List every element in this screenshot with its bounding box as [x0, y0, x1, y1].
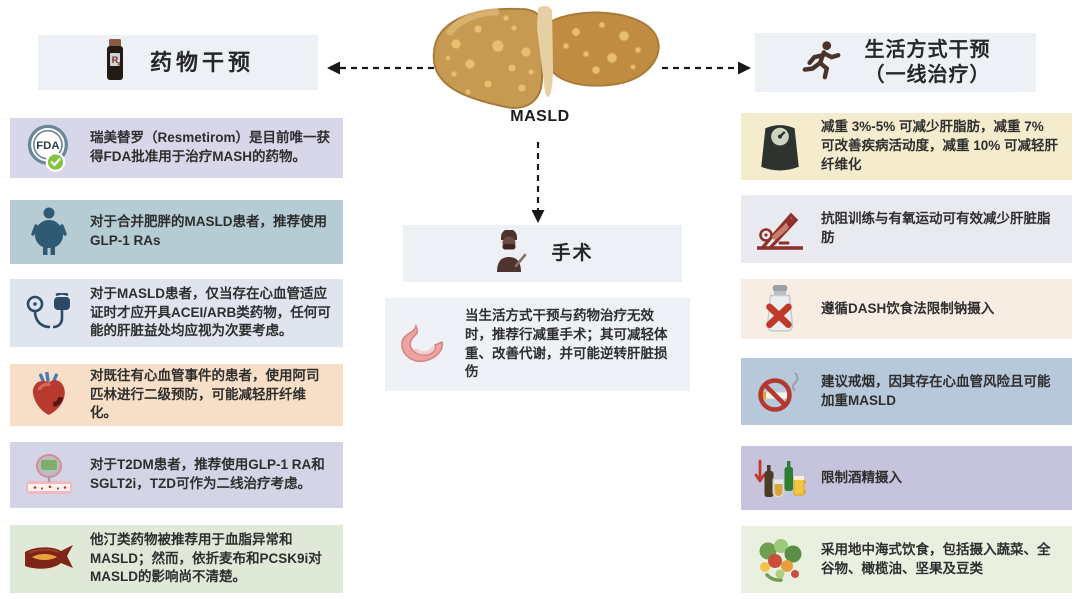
treatment-text: 抗阻训练与有氧运动可有效减少肝脏脂肪	[821, 211, 1051, 245]
artery-icon	[18, 542, 80, 576]
right-treatment-card: 抗阻训练与有氧运动可有效减少肝脏脂肪	[741, 195, 1072, 263]
drug-intervention-header: R x 药物干预	[38, 35, 318, 90]
left-treatment-card: FDA 瑞美替罗（Resmetirom）是目前唯一获得FDA批准用于治疗MASH的…	[10, 118, 343, 178]
no-smoking-icon	[749, 371, 811, 413]
arrowhead-down	[531, 210, 545, 223]
treatment-text: 他汀类药物被推荐用于血脂异常和MASLD；然而，依折麦布和PCSK9i对MASL…	[90, 531, 322, 585]
left-treatment-card: 对于合并肥胖的MASLD患者，推荐使用GLP-1 RAs	[10, 200, 343, 264]
surgery-note-card: 当生活方式干预与药物治疗无效时，推荐行减重手术；其可减轻体重、改善代谢，并可能逆…	[385, 298, 690, 391]
alcohol-limit-icon	[749, 453, 811, 503]
right-treatment-card: 建议戒烟，因其存在心血管风险且可能加重MASLD	[741, 358, 1072, 425]
right-treatment-card: 采用地中海式饮食，包括摄入蔬菜、全谷物、橄榄油、坚果及豆类	[741, 526, 1072, 593]
liver-label: MASLD	[510, 108, 570, 125]
treatment-text: 对既往有心血管事件的患者，使用阿司匹林进行二级预防，可能减轻肝纤维化。	[90, 367, 320, 421]
drug-intervention-title: 药物干预	[149, 49, 254, 75]
treatment-text: 对于合并肥胖的MASLD患者，推荐使用GLP-1 RAs	[90, 214, 327, 248]
blood-pressure-icon	[18, 293, 80, 333]
right-treatment-card: 限制酒精摄入	[741, 446, 1072, 510]
right-treatment-card: 遵循DASH饮食法限制钠摄入	[741, 279, 1072, 339]
heart-icon	[18, 372, 80, 418]
right-treatment-card: 减重 3%-5% 可减少肝脂肪，减重 7% 可改善疾病活动度，减重 10% 可减…	[741, 113, 1072, 180]
treatment-text: 采用地中海式饮食，包括摄入蔬菜、全谷物、橄榄油、坚果及豆类	[821, 541, 1051, 576]
fda-badge-icon: FDA	[18, 122, 80, 174]
fatty-liver-illustration	[426, 2, 668, 119]
left-treatment-card: 对于T2DM患者，推荐使用GLP-1 RA和SGLT2i，TZD可作为二线治疗考…	[10, 442, 343, 508]
running-person-icon	[801, 38, 843, 87]
arrowhead-right	[738, 61, 751, 75]
glucose-meter-icon	[18, 453, 80, 497]
surgery-note-text: 当生活方式干预与药物治疗无效时，推荐行减重手术；其可减轻体重、改善代谢，并可能逆…	[465, 307, 668, 380]
treatment-text: 对于T2DM患者，推荐使用GLP-1 RA和SGLT2i，TZD可作为二线治疗考…	[90, 457, 325, 491]
surgeon-icon	[491, 229, 527, 277]
treatment-text: 对于MASLD患者，仅当存在心血管适应证时才应开具ACEI/ARB类药物，任何可…	[90, 285, 331, 339]
mediterranean-diet-icon	[749, 536, 811, 584]
lifestyle-intervention-title: 生活方式干预 （一线治疗）	[864, 38, 991, 86]
treatment-text: 遵循DASH饮食法限制钠摄入	[821, 300, 995, 316]
svg-text:R: R	[112, 55, 119, 65]
treatment-text: 瑞美替罗（Resmetirom）是目前唯一获得FDA批准用于治疗MASH的药物。	[90, 130, 331, 164]
left-treatment-card: 对于MASLD患者，仅当存在心血管适应证时才应开具ACEI/ARB类药物，任何可…	[10, 279, 343, 347]
surgery-header: 手术	[403, 225, 682, 282]
stomach-icon	[395, 323, 453, 366]
arrowhead-left	[327, 61, 340, 75]
lifestyle-intervention-header: 生活方式干预 （一线治疗）	[755, 33, 1036, 92]
leg-press-icon	[749, 207, 811, 251]
salt-shaker-icon	[749, 284, 811, 334]
obese-person-icon	[18, 207, 80, 257]
treatment-text: 建议戒烟，因其存在心血管风险且可能加重MASLD	[821, 373, 1051, 408]
pill-bottle-icon: R x	[102, 38, 128, 87]
surgery-title: 手术	[551, 242, 594, 264]
weight-scale-icon	[749, 122, 811, 172]
svg-text:FDA: FDA	[36, 140, 59, 152]
treatment-text: 减重 3%-5% 可减少肝脂肪，减重 7% 可改善疾病活动度，减重 10% 可减…	[821, 119, 1059, 172]
left-treatment-card: 对既往有心血管事件的患者，使用阿司匹林进行二级预防，可能减轻肝纤维化。	[10, 364, 343, 426]
treatment-text: 限制酒精摄入	[821, 469, 902, 485]
svg-text:x: x	[117, 62, 121, 68]
left-treatment-card: 他汀类药物被推荐用于血脂异常和MASLD；然而，依折麦布和PCSK9i对MASL…	[10, 525, 343, 593]
